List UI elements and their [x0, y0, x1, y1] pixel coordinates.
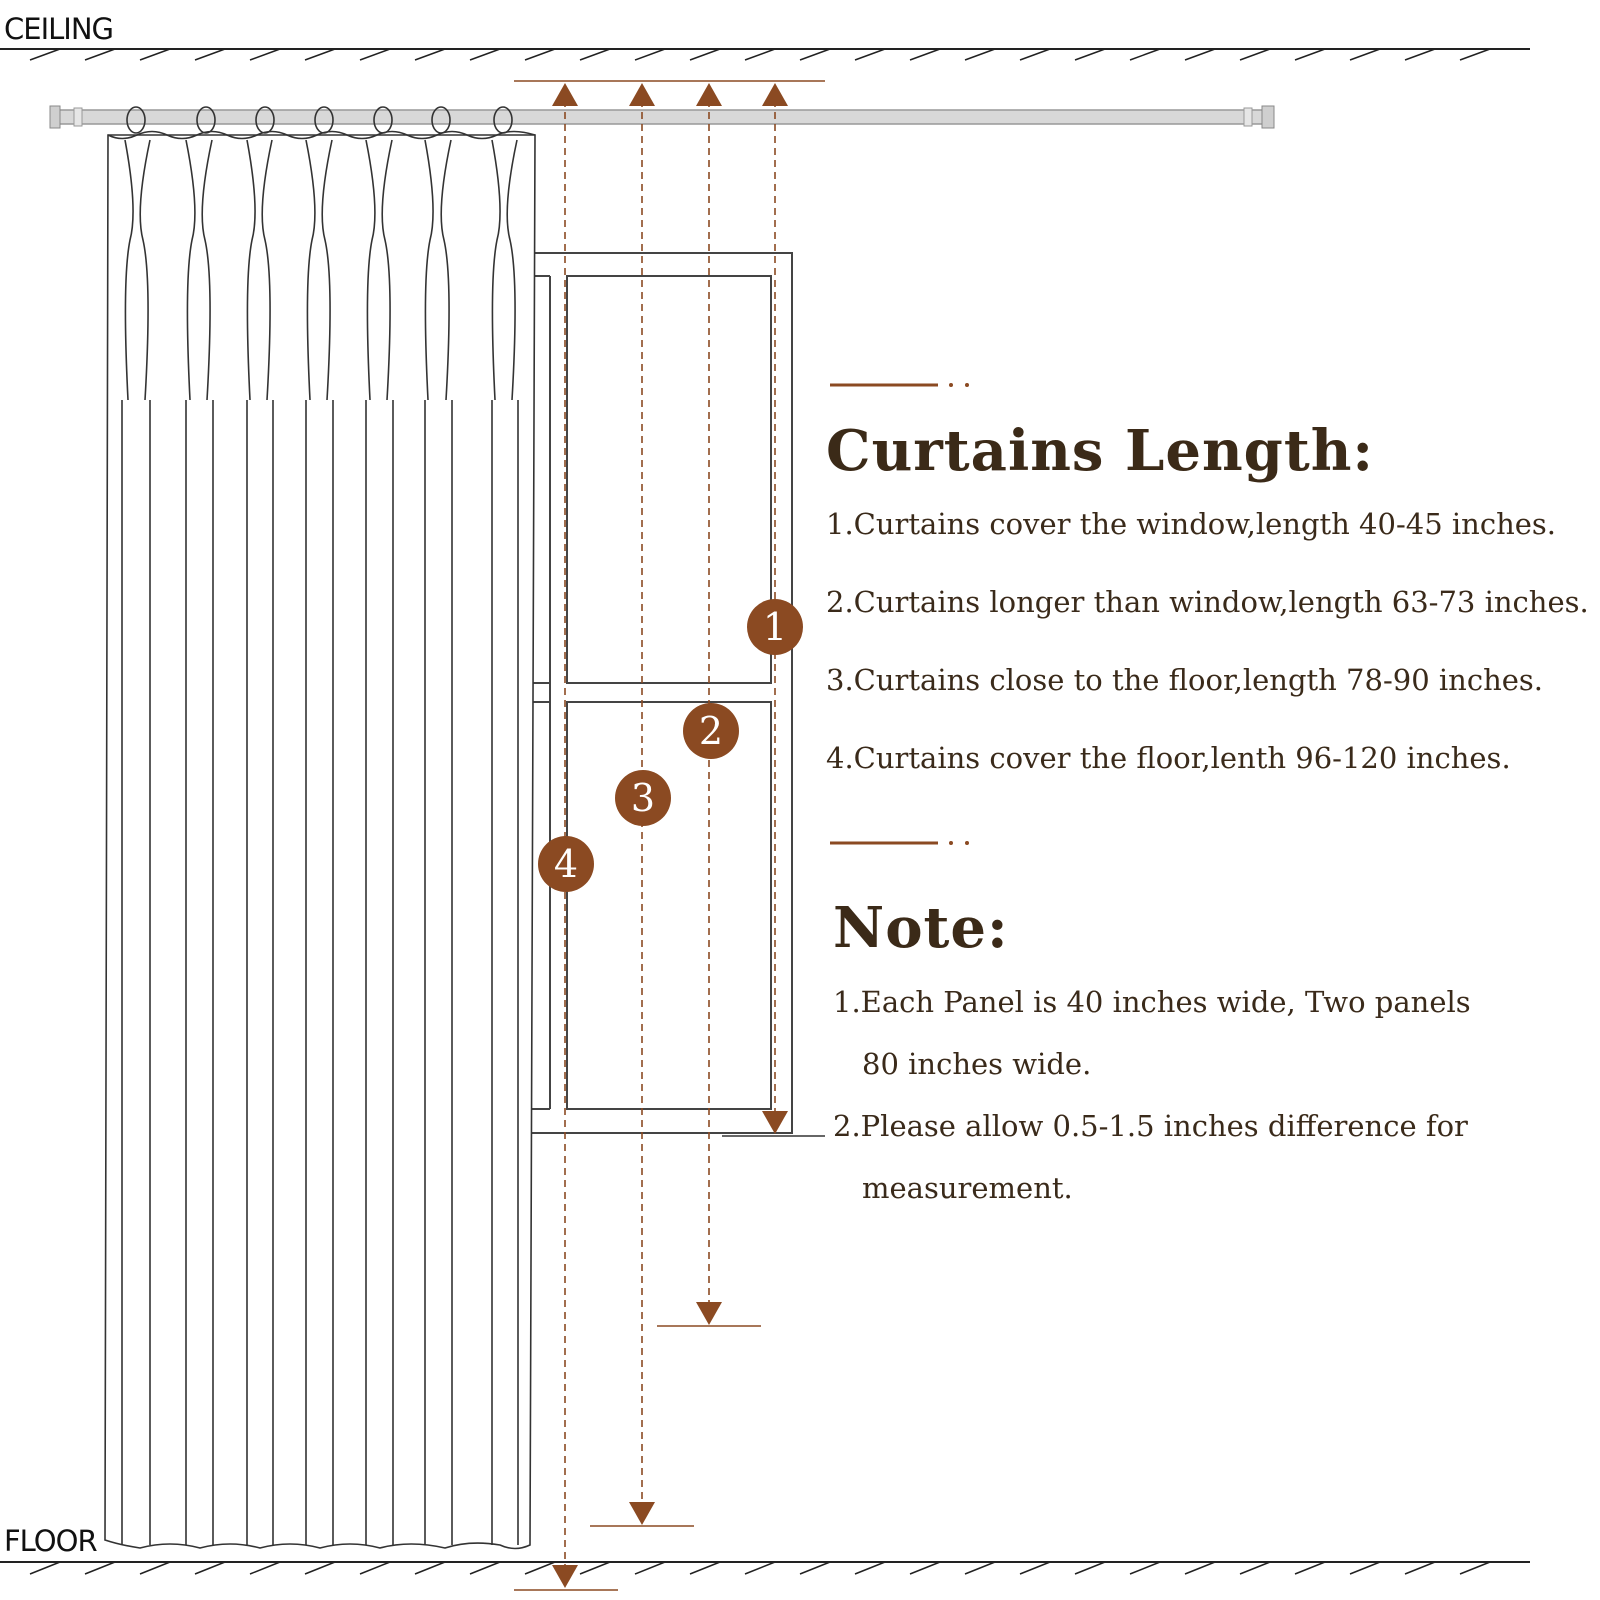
curtain-rod: [49, 105, 1275, 129]
divider-top: [830, 383, 969, 387]
ceiling-line: [0, 48, 1530, 61]
note-item-1a: 1.Each Panel is 40 inches wide, Two pane…: [833, 985, 1471, 1019]
divider-bottom: [830, 841, 969, 845]
window-frame: [529, 252, 793, 1134]
ceiling-label: CEILING: [4, 12, 114, 46]
marker-2: 2: [683, 703, 739, 759]
note-heading: Note:: [833, 895, 1009, 961]
floor-line: [0, 1561, 1530, 1575]
curtain-rings: [126, 106, 513, 134]
curtain-panel: [104, 130, 536, 1550]
length-heading: Curtains Length:: [826, 418, 1375, 484]
length-item-4: 4.Curtains cover the floor,lenth 96-120 …: [826, 741, 1511, 775]
note-item-1b: 80 inches wide.: [862, 1047, 1092, 1081]
floor-label: FLOOR: [4, 1524, 98, 1558]
length-item-3: 3.Curtains close to the floor,length 78-…: [826, 663, 1544, 697]
marker-4: 4: [538, 836, 594, 892]
note-item-2a: 2.Please allow 0.5-1.5 inches difference…: [833, 1109, 1468, 1143]
note-item-2b: measurement.: [862, 1171, 1073, 1205]
length-item-1: 1.Curtains cover the window,length 40-45…: [826, 507, 1557, 541]
marker-1: 1: [747, 599, 803, 655]
marker-3: 3: [615, 770, 671, 826]
length-item-2: 2.Curtains longer than window,length 63-…: [826, 585, 1589, 619]
